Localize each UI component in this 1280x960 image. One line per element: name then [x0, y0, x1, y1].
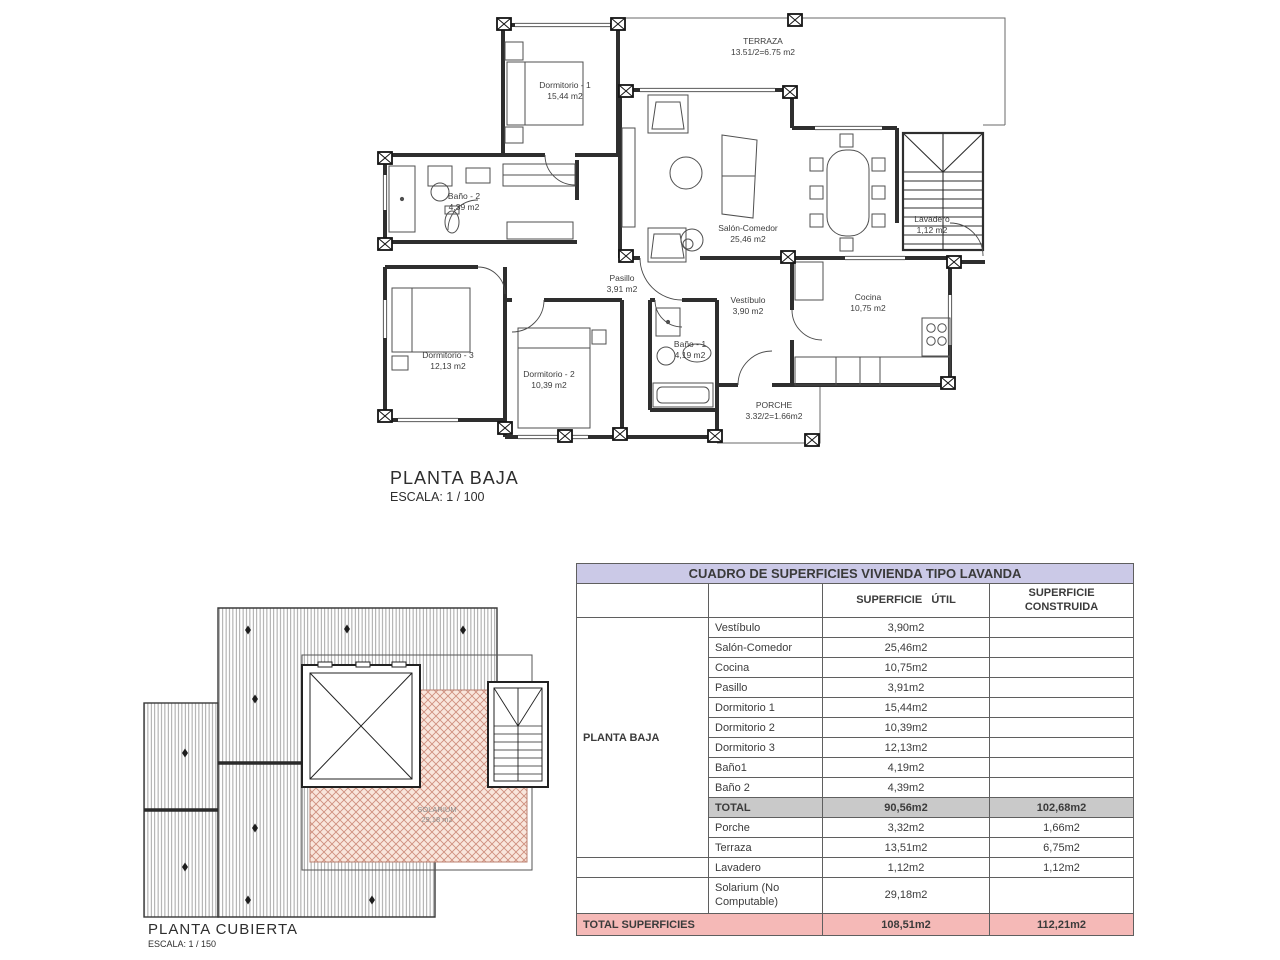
furniture — [388, 41, 951, 429]
svg-text:3,90 m2: 3,90 m2 — [733, 306, 764, 316]
table-row: PLANTA BAJA Vestíbulo 3,90m2 — [576, 617, 1135, 858]
surface-table: CUADRO DE SUPERFICIES VIVIENDA TIPO LAVA… — [575, 563, 1135, 936]
svg-text:25,46 m2: 25,46 m2 — [730, 234, 766, 244]
roof-tower — [301, 661, 421, 788]
table-row: Baño 2 4,39m2 — [577, 777, 1135, 798]
room-label-dormitorio-3: Dormitorio - 3 — [422, 350, 474, 360]
table-title: CUADRO DE SUPERFICIES VIVIENDA TIPO LAVA… — [575, 563, 1135, 584]
header-superficie-util: SUPERFICIE ÚTIL — [822, 583, 990, 618]
table-row-grand-total: TOTAL SUPERFICIES 108,51m2 112,21m2 — [576, 913, 1135, 936]
grand-total-util: 108,51m2 — [822, 913, 990, 936]
room-label-salon: Salón-Comedor — [718, 223, 778, 233]
svg-text:15,44 m2: 15,44 m2 — [547, 91, 583, 101]
table-row: Terraza 13,51m2 6,75m2 — [577, 837, 1135, 858]
roof-plan-scale: ESCALA: 1 / 150 — [148, 939, 217, 949]
room-label-bano-1: Baño - 1 — [674, 339, 706, 349]
svg-text:3.32/2=1.66m2: 3.32/2=1.66m2 — [746, 411, 803, 421]
table-row: Porche 3,32m2 1,66m2 — [577, 817, 1135, 838]
svg-text:13.51/2=6.75 m2: 13.51/2=6.75 m2 — [731, 47, 795, 57]
svg-text:3,91 m2: 3,91 m2 — [607, 284, 638, 294]
roof-plan-caption: PLANTA CUBIERTA ESCALA: 1 / 150 — [148, 921, 298, 949]
table-header-row: SUPERFICIE ÚTIL SUPERFICIE CONSTRUIDA — [576, 583, 1135, 618]
roof-plan-drawing: SOLARIUM 29,18 m2 — [143, 607, 549, 918]
header-superficie-construida: SUPERFICIE CONSTRUIDA — [988, 583, 1135, 618]
table-row: Solarium (No Computable) 29,18m2 — [576, 877, 1135, 914]
room-label-lavadero: Lavadero — [914, 214, 950, 224]
solarium-label: SOLARIUM — [417, 805, 456, 814]
room-label-pasillo: Pasillo — [609, 273, 634, 283]
svg-text:10,75 m2: 10,75 m2 — [850, 303, 886, 313]
room-label-dormitorio-1: Dormitorio - 1 — [539, 80, 591, 90]
room-label-bano-2: Baño - 2 — [448, 191, 480, 201]
group-empty-cell — [576, 857, 709, 878]
table-row: Dormitorio 1 15,44m2 — [577, 697, 1135, 718]
group-empty-cell — [576, 877, 709, 914]
table-row: Lavadero 1,12m2 1,12m2 — [576, 857, 1135, 878]
svg-text:29,18 m2: 29,18 m2 — [421, 815, 452, 824]
header-empty-2 — [708, 583, 823, 618]
svg-text:4,19 m2: 4,19 m2 — [675, 350, 706, 360]
staircase — [901, 131, 985, 252]
room-labels: Dormitorio - 1 15,44 m2 TERRAZA 13.51/2=… — [422, 36, 950, 421]
room-label-cocina: Cocina — [855, 292, 882, 302]
room-label-dormitorio-2: Dormitorio - 2 — [523, 369, 575, 379]
windows — [382, 22, 953, 440]
header-empty-1 — [576, 583, 709, 618]
ground-floor-plan-drawing: Dormitorio - 1 15,44 m2 TERRAZA 13.51/2=… — [377, 13, 1006, 447]
table-row-total: TOTAL 90,56m2 102,68m2 — [577, 797, 1135, 818]
roof-staircase — [487, 681, 549, 788]
ground-plan-scale: ESCALA: 1 / 100 — [390, 490, 485, 504]
table-title-row: CUADRO DE SUPERFICIES VIVIENDA TIPO LAVA… — [575, 563, 1135, 584]
ground-plan-title: PLANTA BAJA — [390, 468, 519, 488]
ground-plan-caption: PLANTA BAJA ESCALA: 1 / 100 — [390, 468, 519, 504]
roof-plan-title: PLANTA CUBIERTA — [148, 921, 299, 938]
svg-text:12,13 m2: 12,13 m2 — [430, 361, 466, 371]
svg-text:1,12 m2: 1,12 m2 — [917, 225, 948, 235]
group-label-planta-baja: PLANTA BAJA — [576, 617, 709, 858]
room-label-vestibulo: Vestíbulo — [731, 295, 766, 305]
svg-text:4,39 m2: 4,39 m2 — [449, 202, 480, 212]
grand-total-label: TOTAL SUPERFICIES — [576, 913, 823, 936]
room-label-porche: PORCHE — [756, 400, 793, 410]
column-markers — [377, 13, 962, 447]
grand-total-built: 112,21m2 — [988, 913, 1135, 936]
svg-text:10,39 m2: 10,39 m2 — [531, 380, 567, 390]
table-row: Cocina 10,75m2 — [577, 657, 1135, 678]
room-label-terraza: TERRAZA — [743, 36, 783, 46]
door-arcs — [447, 154, 984, 386]
